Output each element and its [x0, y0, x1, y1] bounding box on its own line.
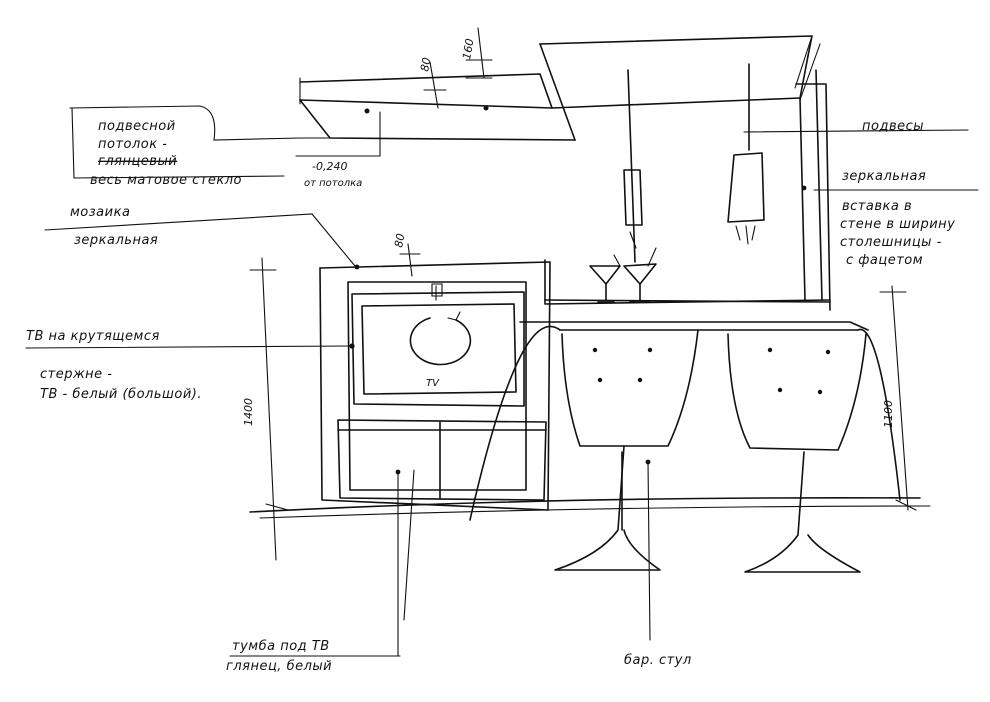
dimension-lines	[249, 243, 917, 561]
mirror-insert-label-4: столешницы -	[840, 235, 942, 250]
pendant-lights	[623, 63, 765, 263]
dim-80-ceiling: 80	[418, 56, 433, 72]
ceiling-label-2: потолок -	[98, 137, 167, 152]
tv-label-2: стержне -	[40, 367, 113, 382]
ceiling-level-note: от потолка	[304, 178, 362, 189]
suspended-ceiling	[299, 27, 813, 141]
cabinet-label-2: глянец, белый	[226, 659, 332, 674]
ceiling-label-4: весь матовое стекло	[90, 173, 242, 188]
mirror-insert-label-2: вставка в	[842, 199, 912, 214]
dim-1100: 1100	[882, 400, 895, 428]
dimension-values: 80 160 80 1400 1100	[242, 38, 895, 428]
cabinet-label-1: тумба под ТВ	[232, 639, 330, 654]
annotations: подвесной потолок - глянцевый весь матов…	[26, 119, 955, 674]
tv-mark: ТV	[426, 378, 440, 389]
bar-stool-label: бар. стул	[624, 653, 692, 668]
tv-label-1: ТВ на крутящемся	[26, 329, 160, 344]
ceiling-level-value: -0,240	[312, 160, 347, 173]
ceiling-label-1: подвесной	[98, 119, 176, 134]
floor	[249, 496, 931, 519]
dim-1400: 1400	[242, 398, 255, 426]
martini-glasses	[589, 247, 657, 303]
dim-160: 160	[460, 38, 476, 61]
mirror-label: зеркальная	[74, 233, 158, 248]
bar-counter	[469, 321, 901, 521]
tv-screen	[351, 283, 525, 407]
ceiling-label-3: глянцевый	[98, 154, 177, 169]
mirror-insert-label-3: стене в ширину	[840, 217, 955, 232]
mirror-insert-label-5: с фацетом	[846, 253, 923, 268]
back-wall	[544, 35, 831, 311]
dim-80-tv: 80	[392, 232, 407, 248]
mosaic-label: мозаика	[70, 205, 130, 220]
tv-label-3: ТВ - белый (большой).	[40, 387, 202, 402]
mirror-insert-label-1: зеркальная	[842, 169, 926, 184]
leader-lines	[25, 105, 979, 657]
bar-stools	[554, 329, 867, 573]
pendants-label: подвесы	[862, 119, 924, 134]
tv-cabinet	[337, 419, 547, 501]
